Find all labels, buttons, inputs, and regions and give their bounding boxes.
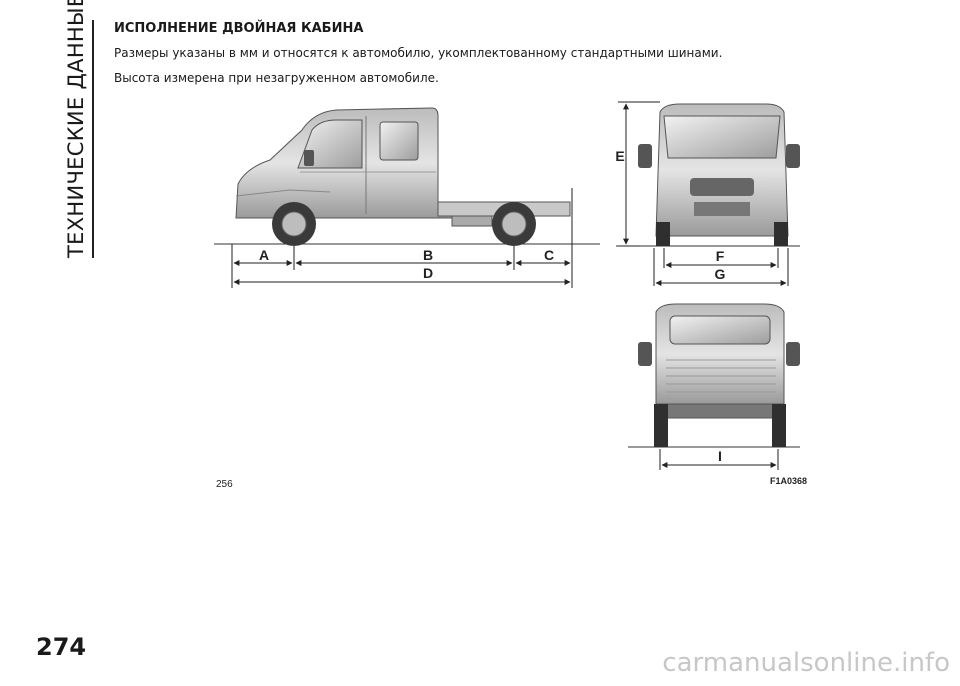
rear-view-dimensions: I [659,448,779,470]
dimension-label-b: B [423,247,433,263]
watermark: carmanualsonline.info [662,648,950,678]
dimension-label-c: C [544,247,554,263]
side-view-vehicle [214,107,600,246]
dimension-label-d: D [423,265,433,281]
dimension-label-a: A [259,247,269,263]
dimension-label-g: G [715,266,726,282]
front-view-vehicle [616,103,800,247]
side-view-dimensions: A B C D [231,188,573,288]
figure-number: 256 [216,479,233,490]
rear-view-vehicle [628,303,800,448]
front-view-dimensions: E F G [615,101,789,286]
section-sidebar: ТЕХНИЧЕСКИЕ ДАННЫЕ [62,0,94,258]
paragraph-dimensions-note: Размеры указаны в мм и относятся к автом… [114,46,723,60]
paragraph-height-note: Высота измерена при незагруженном автомо… [114,71,439,85]
page-number: 274 [36,633,87,661]
dimension-label-f: F [716,248,725,264]
section-heading: ИСПОЛНЕНИЕ ДВОЙНАЯ КАБИНА [114,21,364,36]
dimension-label-e: E [615,148,624,164]
dimension-label-i: I [718,448,722,464]
figure-code: F1A0368 [770,476,807,486]
